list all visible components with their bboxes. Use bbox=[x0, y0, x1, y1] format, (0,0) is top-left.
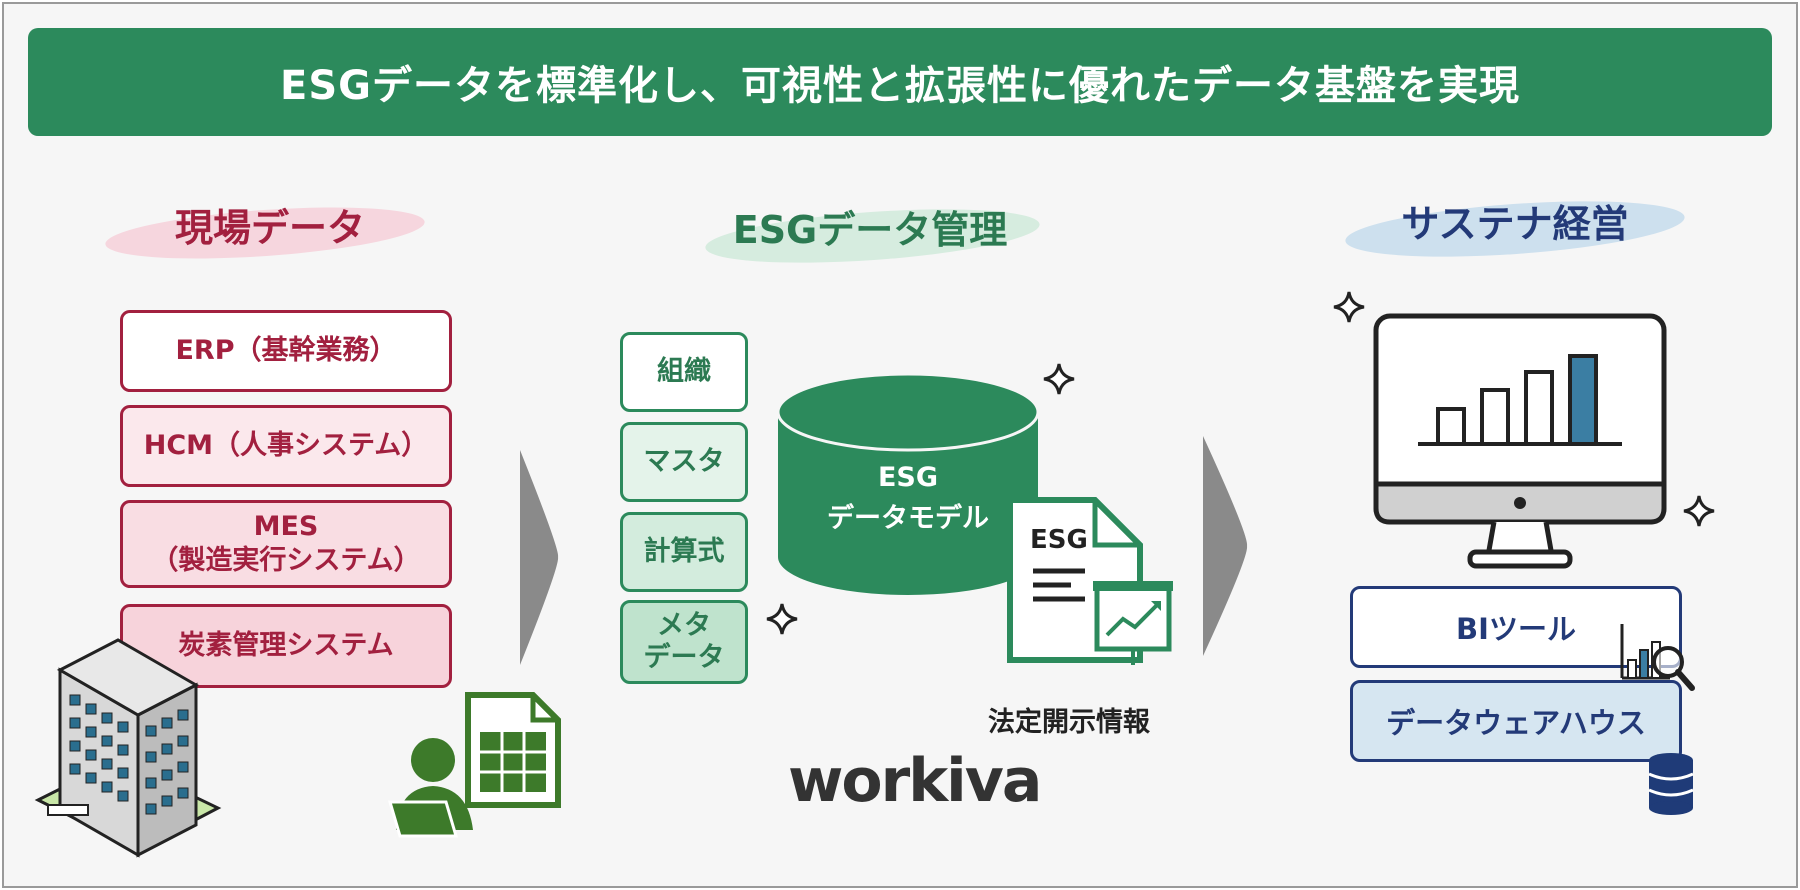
source-label: ERP（基幹業務） bbox=[175, 335, 397, 367]
sustain-box-bi-tool: BIツール bbox=[1350, 586, 1682, 668]
esg-item-label-sub: データ bbox=[643, 642, 725, 673]
cylinder-label-2: データモデル bbox=[827, 503, 989, 534]
cylinder-label-1: ESG bbox=[877, 462, 939, 493]
source-box-hcm: HCM（人事システム） bbox=[120, 405, 452, 487]
esg-item-master: マスタ bbox=[620, 422, 748, 502]
spreadsheet-user-icon bbox=[388, 692, 561, 838]
source-label: HCM（人事システム） bbox=[143, 430, 429, 462]
document-caption: 法定開示情報 bbox=[988, 707, 1150, 738]
sparkle-icon bbox=[1333, 291, 1365, 323]
document-report-icon bbox=[1007, 497, 1173, 665]
banner-title: ESGデータを標準化し、可視性と拡張性に優れたデータ基盤を実現 bbox=[28, 28, 1772, 136]
esg-item-label: 計算式 bbox=[643, 535, 725, 567]
magnifier-chart-icon bbox=[1620, 624, 1695, 691]
sustain-label: BIツール bbox=[1456, 612, 1576, 646]
heading-esg-data-management: ESGデータ管理 bbox=[700, 200, 1042, 272]
esg-item-label: メタ bbox=[657, 609, 711, 641]
source-box-mes: MES （製造実行システム） bbox=[120, 500, 452, 588]
database-cylinder-icon bbox=[776, 372, 1040, 595]
sustain-box-data-warehouse: データウェアハウス bbox=[1350, 680, 1682, 762]
monitor-bar-chart-icon bbox=[1373, 313, 1667, 569]
sustain-label: データウェアハウス bbox=[1386, 706, 1646, 740]
building-icon bbox=[34, 638, 222, 858]
workiva-logo: workiva bbox=[788, 746, 1042, 816]
source-label: MES bbox=[253, 511, 319, 543]
source-label-sub: （製造実行システム） bbox=[151, 545, 421, 576]
database-stack-icon bbox=[1648, 753, 1694, 815]
sparkle-icon bbox=[766, 603, 798, 635]
sparkle-icon bbox=[1043, 363, 1075, 395]
arrow-right-icon bbox=[520, 450, 559, 665]
source-box-erp: ERP（基幹業務） bbox=[120, 310, 452, 392]
arrow-right-icon bbox=[1203, 436, 1248, 656]
sparkle-icon bbox=[1683, 495, 1715, 527]
heading-sustainability-management: サステナ経営 bbox=[1343, 192, 1687, 266]
source-label: 炭素管理システム bbox=[178, 630, 394, 662]
esg-item-metadata: メタ データ bbox=[620, 600, 748, 684]
document-label: ESG bbox=[1030, 525, 1088, 555]
heading-field-data: 現場データ bbox=[103, 198, 435, 268]
esg-item-formula: 計算式 bbox=[620, 512, 748, 592]
esg-item-label: マスタ bbox=[643, 445, 725, 477]
esg-item-organization: 組織 bbox=[620, 332, 748, 412]
esg-item-label: 組織 bbox=[657, 355, 711, 387]
